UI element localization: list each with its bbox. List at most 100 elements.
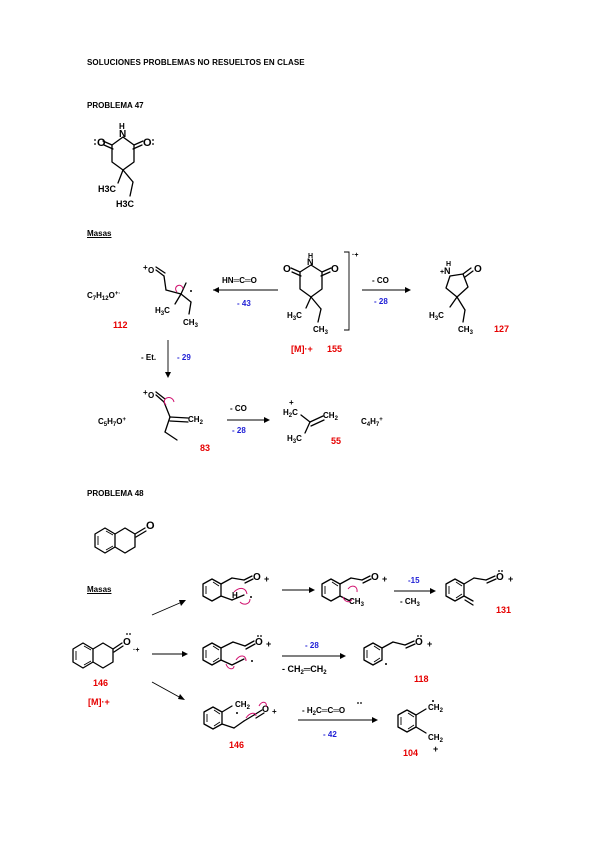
middle-intermediate: O + [202,635,271,670]
product-131-mass: 131 [496,605,511,615]
start-o-left: O [97,137,106,149]
fragment-112: + O H3C CH3 C7H12O+· 112 [87,263,199,330]
svg-text:N: N [444,266,451,276]
svg-text:·+: ·+ [133,647,139,654]
arrow-loss-co-1: - CO - 28 [362,276,411,306]
start-me2: H3C [116,199,135,209]
svg-text:O: O [255,637,263,648]
page-title: SOLUCIONES PROBLEMAS NO RESUELTOS EN CLA… [87,58,305,67]
arrow-loss-hnco: HN═C═O - 43 [213,276,278,308]
svg-text:+: + [433,744,438,754]
svg-text:O: O [146,520,155,532]
loss-et-delta: - 29 [177,353,191,362]
fragment-83: + O CH2 C5H7O+ 83 [98,388,210,453]
svg-text:CH2: CH2 [428,733,444,744]
svg-text:+: + [382,574,387,584]
product-118: O + 118 [363,635,432,684]
svg-text:O: O [474,264,482,275]
start-o-right: O [143,137,152,149]
problem-48-molecular-ion: O ·+ 146 [M]·+ [72,633,139,707]
middle-reagent: - CH2═CH2 [282,664,327,676]
start-ion-label: [M]·+ [88,697,110,707]
svg-text:H3C: H3C [155,306,170,317]
svg-text:+: + [143,263,148,272]
svg-text:H: H [308,253,313,260]
svg-text:+: + [289,398,294,407]
svg-text:H: H [232,591,238,600]
start-n: N [119,129,126,140]
product-104-mass: 104 [403,748,418,758]
problem-48-title: PROBLEMA 48 [87,489,144,498]
loss-et-label: - Et. [141,353,156,362]
svg-text:H3C: H3C [287,434,302,445]
arrow-loss-et: - Et. - 29 [141,340,191,378]
loss-hnco-reagent: HN═C═O [222,276,257,285]
loss-hnco-delta: - 43 [237,299,251,308]
svg-text:O: O [148,391,154,400]
problem-48-start-molecule: O [94,520,155,554]
svg-text:O: O [262,704,269,714]
bottom-mass-left: 146 [229,740,244,750]
svg-text:CH2: CH2 [428,703,444,714]
problem-47-start-molecule: O O N H H3C H3C [94,122,154,209]
arrow-bottom-loss-ketene: - H2C═C═O - 42 [298,702,378,739]
loss-co-1-delta: - 28 [374,297,388,306]
svg-text:+: + [272,707,277,716]
svg-text:O: O [331,264,339,275]
bottom-delta: - 42 [323,730,337,739]
top-reagent: - CH3 [400,597,420,608]
molecular-ion-label: [M]·+ [291,344,313,354]
svg-text:+: + [266,639,271,649]
bottom-intermediate: CH2 O + 146 [203,700,277,750]
fragment-127-mass: 127 [494,324,509,334]
svg-text:+: + [440,269,444,276]
svg-text:O: O [496,572,504,583]
middle-delta: - 28 [305,641,319,650]
product-104: CH2 CH2 + 104 [397,700,444,758]
loss-co-1-label: - CO [372,276,389,285]
svg-text:O: O [415,637,423,648]
top-delta: -15 [408,576,420,585]
problem-47-masas-label: Masas [87,229,112,238]
start-me1: H3C [98,184,117,194]
fragment-55-mass: 55 [331,436,341,446]
svg-text:O: O [123,637,131,648]
svg-text:O: O [148,266,154,275]
svg-text:+: + [143,388,148,397]
svg-text:+: + [508,574,513,584]
svg-text:CH3: CH3 [458,325,474,336]
ion-bracket-charge: ·+ [352,252,358,259]
product-118-mass: 118 [414,674,429,684]
arrow-loss-co-2: - CO - 28 [227,404,270,435]
svg-text:CH3: CH3 [313,325,329,336]
fragment-127: O N H + H3C CH3 127 [429,261,509,336]
problem-48-masas-label: Masas [87,585,112,594]
fragment-83-mass: 83 [200,443,210,453]
arrow-middle-loss-ethylene: - 28 - CH2═CH2 [282,641,346,676]
svg-text:N: N [307,257,314,267]
svg-text:+: + [264,574,269,584]
svg-text:+: + [427,639,432,649]
svg-text:H2C: H2C [283,408,298,419]
svg-text:H3C: H3C [287,311,302,322]
molecular-ion-mass: 155 [327,344,342,354]
fragment-112-mass: 112 [113,320,128,330]
divergent-arrows [151,600,188,700]
start-h: H [119,122,125,131]
problem-47-molecular-ion: O O N H H3C CH3 ·+ [M]·+ 155 [283,251,358,354]
fragment-55: H2C + CH2 H3C C4H7+ 55 [283,398,383,446]
svg-text:O: O [253,572,261,583]
svg-text:CH3: CH3 [183,318,199,329]
svg-text:H3C: H3C [429,311,444,322]
start-mass: 146 [93,678,108,688]
bottom-reagent: - H2C═C═O [302,706,345,717]
svg-text:CH3: CH3 [349,597,365,608]
arrow-top-loss-ch3: -15 - CH3 [394,576,436,608]
top-intermediate-1: O + H [202,572,269,605]
problem-47-title: PROBLEMA 47 [87,101,144,110]
loss-co-2-delta: - 28 [232,426,246,435]
svg-text:CH2: CH2 [323,411,339,422]
fragment-112-formula: C7H12O+· [87,291,120,302]
top-intermediate-2: O + CH3 [321,572,387,608]
